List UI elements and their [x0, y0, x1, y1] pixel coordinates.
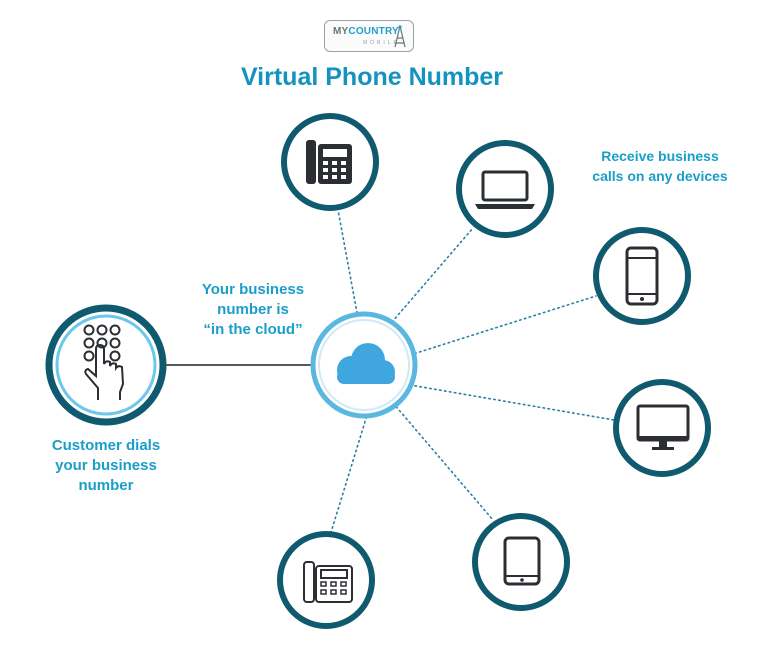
customer-caption: Customer dials your business number [36, 436, 176, 496]
node-cloud [310, 311, 418, 419]
tablet-icon [503, 536, 541, 586]
customer-caption-line: your business [55, 457, 157, 474]
node-office-phone [277, 531, 375, 629]
logo-word-sub: MOBILE [363, 40, 400, 46]
connector-monitor [409, 384, 615, 421]
cloud-caption-line: number is [217, 301, 289, 318]
devices-caption-line: Receive business [601, 148, 719, 164]
logo-word-my: MY [333, 26, 349, 37]
node-monitor [613, 379, 711, 477]
devices-caption: Receive business calls on any devices [590, 146, 730, 186]
devices-caption-line: calls on any devices [592, 168, 728, 184]
connectors [327, 209, 615, 543]
brand-logo: MYCOUNTRY MOBILE [324, 20, 414, 52]
laptop-icon [475, 170, 535, 209]
smartphone-icon [625, 246, 659, 306]
connector-office-phone [327, 411, 369, 543]
node-tablet [472, 513, 570, 611]
cloud-caption-line: Your business [201, 281, 305, 298]
connector-tablet [392, 402, 494, 521]
customer-caption-line: Customer dials [51, 437, 161, 454]
connector-smartphone [409, 295, 597, 356]
node-customer-dial [45, 304, 167, 426]
connector-desk-phone [337, 209, 359, 319]
cloud-icon [337, 343, 395, 384]
desk-phone-icon [306, 140, 352, 184]
node-smartphone [593, 227, 691, 325]
page-title: Virtual Phone Number [240, 63, 504, 91]
customer-caption-line: number [78, 477, 134, 494]
hand-keypad-icon [83, 324, 125, 400]
monitor-icon [636, 404, 690, 450]
cloud-caption: Your business number is “in the cloud” [188, 280, 318, 340]
node-laptop [456, 140, 554, 238]
antenna-tower-icon [394, 25, 406, 48]
office-phone-icon [303, 561, 353, 603]
logo-word-country: COUNTRY [348, 26, 399, 37]
connector-laptop [391, 227, 474, 323]
cloud-caption-line: “in the cloud” [203, 321, 303, 338]
node-desk-phone [281, 113, 379, 211]
